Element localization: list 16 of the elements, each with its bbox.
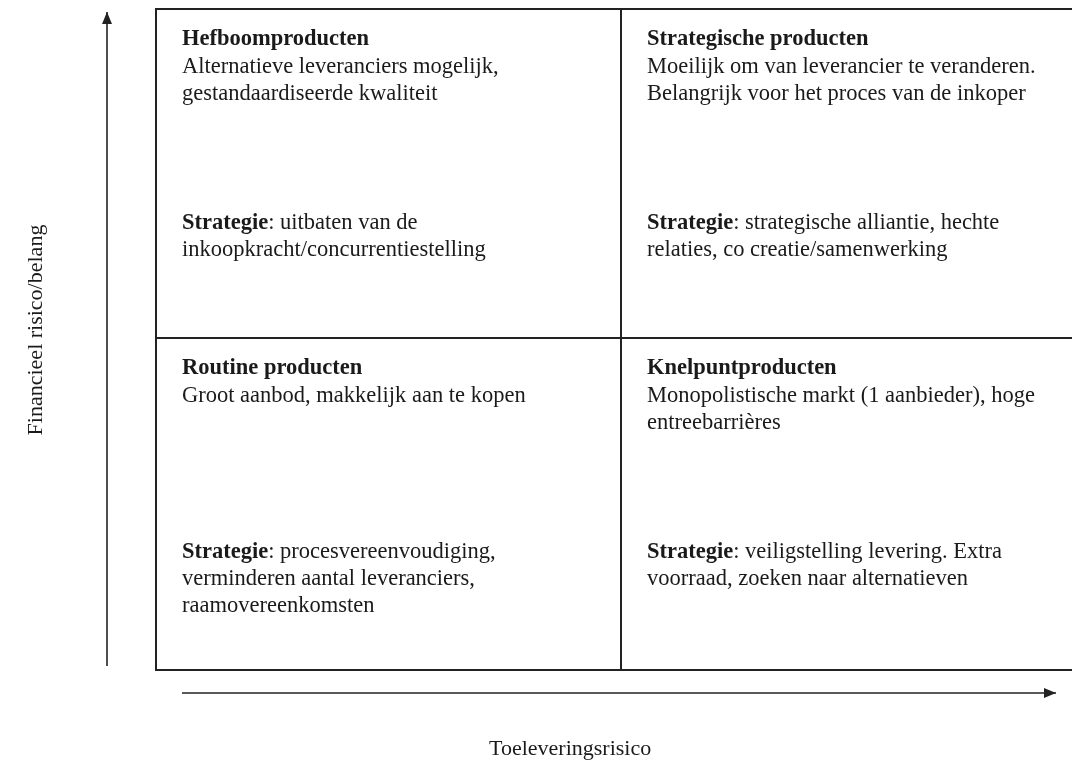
matrix-cell <box>155 8 622 339</box>
quadrant-title: Routine producten <box>182 353 364 380</box>
strategy-text: Strategie: uitbaten van de inkoopkracht/concurrentiestelling <box>182 208 487 262</box>
quadrant-description: Monopolistische markt (1 aanbieder), hoge entreebarrières <box>647 381 1036 435</box>
strategy-text: Strategie: procesvereenvoudiging, verminderen aantal leveranciers, raamovereenkomsten <box>182 537 497 618</box>
x-axis-label: Toeleveringsrisico <box>489 735 652 761</box>
quadrant-description: Alternatieve leveranciers mogelijk, gestandaardiseerde kwaliteit <box>182 52 500 106</box>
quadrant-description: Moeilijk om van leverancier te veranderen. Belangrijk voor het proces van de inkoper <box>647 52 1037 106</box>
strategy-text: Strategie: strategische alliantie, hechte relaties, co creatie/samenwerking <box>647 208 1001 262</box>
quadrant-title: Knelpuntproducten <box>647 353 838 380</box>
strategy-text: Strategie: veiligstelling levering. Extra voorraad, zoeken naar alternatieven <box>647 537 1003 591</box>
y-axis-label: Financieel risico/belang <box>21 224 48 436</box>
quadrant-title: Strategische producten <box>647 24 870 51</box>
matrix-cell <box>155 337 622 671</box>
quadrant-title: Hefboomproducten <box>182 24 371 51</box>
quadrant-description: Groot aanbod, makkelijk aan te kopen <box>182 381 527 408</box>
